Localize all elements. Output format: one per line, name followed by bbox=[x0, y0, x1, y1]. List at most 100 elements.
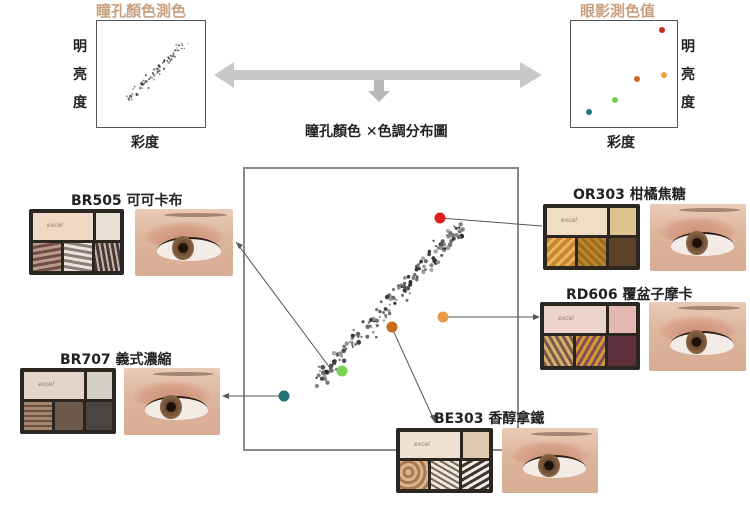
pupil-scatter-point bbox=[435, 245, 437, 247]
mini-left-point bbox=[145, 80, 148, 82]
pupil-scatter-points bbox=[314, 222, 465, 388]
connector-rd606-arrowhead bbox=[533, 314, 540, 320]
pupil-scatter-point bbox=[418, 267, 421, 271]
mini-left-point bbox=[148, 78, 151, 80]
mini-left-point bbox=[128, 96, 130, 98]
pan-be303-1 bbox=[400, 461, 428, 489]
pupil-scatter-point bbox=[438, 242, 443, 247]
mini-left-point bbox=[163, 60, 165, 63]
pupil-scatter-point bbox=[416, 263, 420, 268]
pupil-scatter-point bbox=[415, 278, 419, 282]
mini-left-point bbox=[153, 68, 156, 71]
pupil-scatter-point bbox=[436, 246, 441, 250]
pupil-scatter-point bbox=[384, 294, 390, 300]
pupil-scatter-point bbox=[321, 370, 326, 375]
pan-rd606-2 bbox=[576, 336, 605, 366]
pupil-scatter-point bbox=[387, 311, 392, 316]
mini-left-point bbox=[167, 56, 169, 58]
pupil-scatter-point bbox=[338, 358, 341, 361]
label-be303: BE303 香醇拿鐵 bbox=[434, 411, 545, 427]
pupil-scatter-point bbox=[348, 340, 352, 344]
pupil-scatter-point bbox=[408, 280, 413, 284]
mini-left-point bbox=[131, 92, 134, 95]
pupil-scatter-point bbox=[328, 368, 334, 373]
pupil-scatter-point bbox=[316, 373, 321, 378]
mini-left-point bbox=[139, 86, 141, 88]
pupil-color-scatter-mini bbox=[96, 20, 206, 128]
mini-left-point bbox=[181, 44, 184, 47]
pupil-scatter-point bbox=[356, 340, 362, 345]
eyeshadow-color-title: 眼影測色值 bbox=[580, 2, 656, 20]
mini-left-point bbox=[133, 85, 136, 88]
pan-rd606-hi bbox=[609, 306, 636, 333]
mini-left-point bbox=[181, 47, 183, 50]
mini-left-point bbox=[149, 76, 152, 78]
pupil-scatter-point bbox=[314, 384, 319, 388]
mini-left-point bbox=[141, 81, 143, 84]
mini-dot-green bbox=[612, 97, 618, 103]
pupil-scatter-point bbox=[411, 276, 416, 280]
mini-left-point bbox=[142, 79, 145, 82]
pupil-scatter-point bbox=[419, 261, 422, 264]
palette-br707: excel bbox=[20, 368, 116, 434]
pan-be303-3 bbox=[462, 461, 489, 489]
mini-left-point bbox=[163, 59, 166, 62]
pupil-scatter-point bbox=[422, 264, 426, 269]
pan-br707-2 bbox=[55, 402, 83, 430]
left-x-axis-label: 彩度 bbox=[131, 135, 159, 151]
pupil-scatter-point bbox=[317, 365, 321, 369]
mini-left-point bbox=[127, 97, 130, 100]
mini-left-point bbox=[141, 87, 143, 89]
pupil-scatter-point bbox=[375, 335, 378, 339]
mini-left-point bbox=[169, 59, 172, 63]
mini-left-point bbox=[147, 87, 150, 89]
pan-be303-hi bbox=[463, 432, 489, 458]
label-br707: BR707 義式濃縮 bbox=[60, 352, 172, 368]
pan-br707-1 bbox=[24, 402, 52, 430]
distribution-plot bbox=[243, 167, 519, 451]
pupil-scatter-point bbox=[388, 303, 391, 306]
mini-left-point bbox=[173, 55, 176, 58]
pupil-scatter-point bbox=[315, 376, 318, 379]
pupil-scatter-point bbox=[384, 315, 388, 319]
pupil-scatter-point bbox=[382, 311, 385, 315]
pupil-scatter-point bbox=[325, 380, 330, 385]
mini-left-point bbox=[174, 49, 177, 52]
eye-photo-or303 bbox=[650, 204, 746, 271]
pan-br505-large: excel bbox=[33, 213, 93, 240]
eye-photo-br707 bbox=[124, 368, 220, 435]
pupil-scatter-point bbox=[372, 331, 375, 334]
mini-left-point bbox=[158, 65, 161, 68]
mini-dot-teal bbox=[586, 109, 592, 115]
pupil-scatter-point bbox=[423, 259, 428, 264]
pupil-scatter-point bbox=[451, 236, 456, 241]
pan-be303-2 bbox=[431, 461, 459, 489]
pupil-scatter-point bbox=[369, 317, 374, 322]
right-x-axis-label: 彩度 bbox=[607, 135, 635, 151]
mini-left-point bbox=[135, 93, 138, 97]
dot-be303 bbox=[386, 321, 398, 333]
pan-be303-large: excel bbox=[400, 432, 460, 458]
eyeshadow-color-scatter-mini bbox=[570, 20, 678, 128]
pupil-scatter-point bbox=[367, 321, 371, 324]
pupil-scatter-point bbox=[414, 267, 419, 272]
mini-left-point bbox=[156, 72, 158, 75]
left-y-axis-char-1: 明 bbox=[73, 39, 87, 55]
mini-left-point bbox=[144, 74, 147, 77]
connector-br505-arrowhead bbox=[236, 242, 243, 249]
pupil-scatter-point bbox=[318, 369, 321, 372]
right-y-axis-char-1: 明 bbox=[681, 39, 695, 55]
pupil-scatter-point bbox=[391, 287, 396, 292]
pan-br707-large: excel bbox=[24, 372, 84, 399]
pan-or303-1 bbox=[547, 238, 575, 266]
pupil-scatter-point bbox=[357, 335, 360, 338]
pupil-scatter-point bbox=[454, 233, 459, 237]
dot-or303 bbox=[434, 212, 446, 224]
brand-text-rd606: excel bbox=[558, 315, 574, 322]
pupil-scatter-point bbox=[320, 364, 326, 370]
pupil-scatter-point bbox=[387, 309, 391, 313]
mini-left-point bbox=[152, 73, 154, 75]
dot-br707 bbox=[278, 390, 290, 402]
connector-or303 bbox=[439, 217, 543, 227]
pupil-scatter-point bbox=[383, 307, 388, 311]
